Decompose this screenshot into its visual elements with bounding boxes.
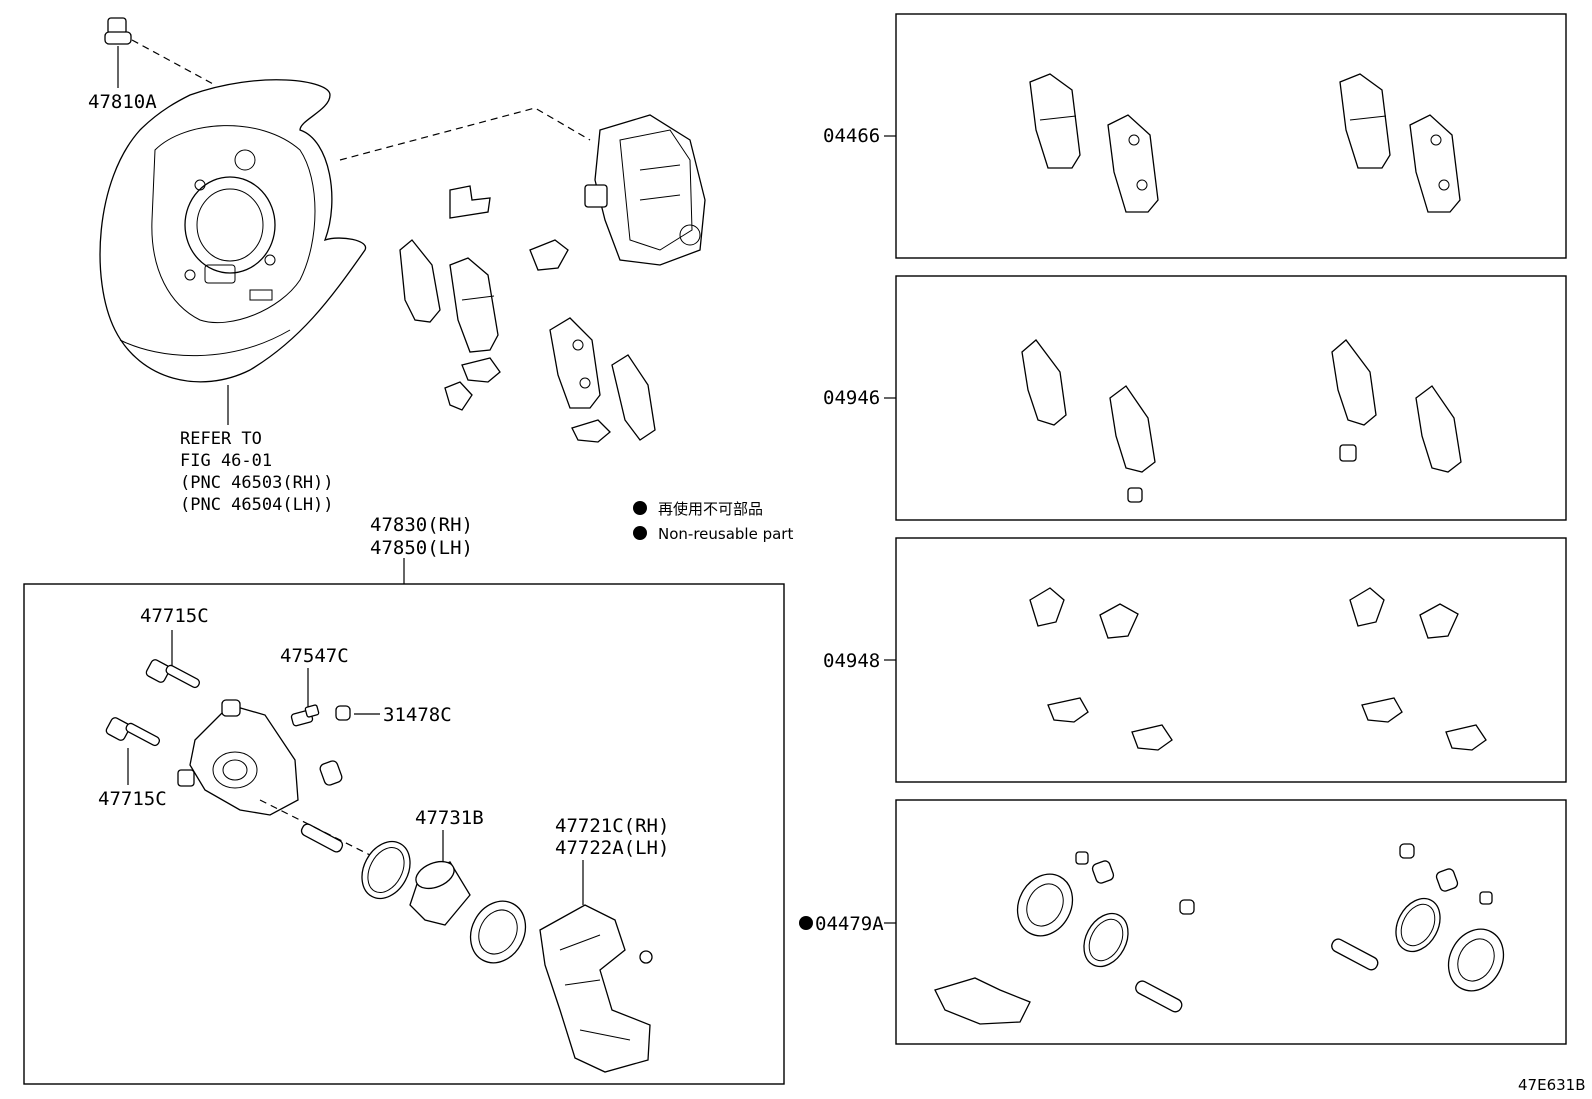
legend-japanese: 再使用不可部品	[658, 500, 763, 518]
legend-bullet-1	[633, 501, 647, 515]
label-kit-04946: 04946	[823, 387, 880, 409]
kit-04479A-cap-1[interactable]	[1075, 851, 1089, 865]
refer-line-2: FIG 46-01	[180, 451, 272, 471]
top-pad-clip-4[interactable]	[444, 381, 473, 411]
bleeder-plug-47810A[interactable]	[104, 17, 132, 88]
kit-04466-pad-4[interactable]	[1409, 114, 1461, 213]
kit-04479A-seal-1[interactable]	[1075, 906, 1137, 974]
label-mount-rh: 47721C(RH)	[555, 815, 669, 837]
label-31478C: 31478C	[383, 704, 452, 726]
kit-04946-shim-3[interactable]	[1331, 339, 1377, 426]
top-pad-clip-2[interactable]	[529, 239, 569, 271]
brake-backing-plate[interactable]	[99, 79, 366, 383]
kit-04948-clip-1[interactable]	[1029, 587, 1065, 627]
top-pad-right[interactable]	[549, 317, 601, 409]
refer-line-1: REFER TO	[180, 429, 262, 449]
kit-04946-clip-1[interactable]	[1127, 487, 1143, 503]
kit-04479A-boot-2[interactable]	[1438, 920, 1514, 1001]
kit-04946-shim-4[interactable]	[1415, 385, 1462, 473]
kit-04948-clip-6[interactable]	[1419, 603, 1459, 639]
kit-04479A-bushing-2[interactable]	[1435, 868, 1459, 893]
kit-04479A-grease-pack[interactable]	[934, 977, 1031, 1025]
kit-04479A-pin-1[interactable]	[1134, 979, 1184, 1014]
top-pad-clip-3[interactable]	[461, 357, 501, 383]
kit-04479A-seal-2[interactable]	[1387, 891, 1449, 959]
kit-box-04946	[895, 275, 1567, 521]
kit-04479A-cap-3[interactable]	[1399, 843, 1415, 859]
kit-box-04479A	[895, 799, 1567, 1045]
kit-04948-clip-2[interactable]	[1099, 603, 1139, 639]
refer-line-3: (PNC 46503(RH))	[180, 473, 334, 493]
kit-04466-pad-2[interactable]	[1107, 114, 1159, 213]
piston-seal[interactable]	[352, 833, 419, 907]
kit-04948-clip-5[interactable]	[1349, 587, 1385, 627]
label-47715C-bottom: 47715C	[98, 788, 167, 810]
kit-box-04466	[895, 13, 1567, 259]
top-shim-right[interactable]	[611, 354, 656, 441]
label-caliper-rh: 47830(RH)	[370, 514, 473, 536]
kit-04946-shim-1[interactable]	[1021, 339, 1067, 426]
kit-04948-clip-7[interactable]	[1361, 697, 1403, 723]
label-47547C: 47547C	[280, 645, 349, 667]
caliper-assembly-top[interactable]	[584, 114, 706, 266]
kit-04948-clip-8[interactable]	[1445, 724, 1487, 751]
kit-04479A-pin-2[interactable]	[1330, 937, 1380, 972]
label-kit-04466: 04466	[823, 125, 880, 147]
kit-04946-clip-2[interactable]	[1339, 444, 1357, 462]
top-shim-left[interactable]	[399, 239, 441, 323]
legend-bullet-2	[633, 526, 647, 540]
label-mount-lh: 47722A(LH)	[555, 837, 669, 859]
slide-pin-inner[interactable]	[300, 822, 344, 853]
caliper-cylinder[interactable]	[177, 699, 299, 816]
kit-04466-pad-1[interactable]	[1029, 73, 1081, 169]
kit-04479A-bushing-1[interactable]	[1091, 860, 1115, 885]
slide-pin-47715C-top[interactable]	[145, 658, 201, 689]
top-pad-clip-1[interactable]	[449, 185, 491, 219]
kit-04479A-cap-4[interactable]	[1479, 891, 1493, 905]
label-47810A: 47810A	[88, 91, 157, 113]
legend-english: Non-reusable part	[658, 525, 793, 543]
caliper-mounting-bracket[interactable]	[539, 904, 653, 1073]
label-kit-04479A: 04479A	[815, 913, 884, 935]
slide-pin-47715C-bottom[interactable]	[105, 716, 161, 747]
top-pad-left[interactable]	[449, 257, 499, 353]
kit-04466-pad-3[interactable]	[1339, 73, 1391, 169]
label-kit-04948: 04948	[823, 650, 880, 672]
caliper-boot-small[interactable]	[319, 760, 343, 787]
label-47731B: 47731B	[415, 807, 484, 829]
label-47715C-top: 47715C	[140, 605, 209, 627]
caliper-assembly-box	[23, 583, 785, 1085]
kit-04946-shim-2[interactable]	[1109, 385, 1156, 473]
kit-04948-clip-3[interactable]	[1047, 697, 1089, 723]
top-pad-clip-5[interactable]	[571, 419, 611, 443]
bleeder-screw-47547C[interactable]	[290, 704, 320, 727]
bleeder-cap-31478C[interactable]	[335, 705, 351, 721]
piston-47731B[interactable]	[409, 856, 471, 926]
non-reusable-bullet	[799, 916, 813, 930]
kit-04479A-boot-1[interactable]	[1007, 865, 1083, 946]
label-caliper-lh: 47850(LH)	[370, 537, 473, 559]
kit-04479A-cap-2[interactable]	[1179, 899, 1195, 915]
kit-04948-clip-4[interactable]	[1131, 724, 1173, 751]
refer-line-4: (PNC 46504(LH))	[180, 495, 334, 515]
piston-boot[interactable]	[460, 892, 536, 973]
figure-code: 47E631B	[1518, 1076, 1586, 1094]
